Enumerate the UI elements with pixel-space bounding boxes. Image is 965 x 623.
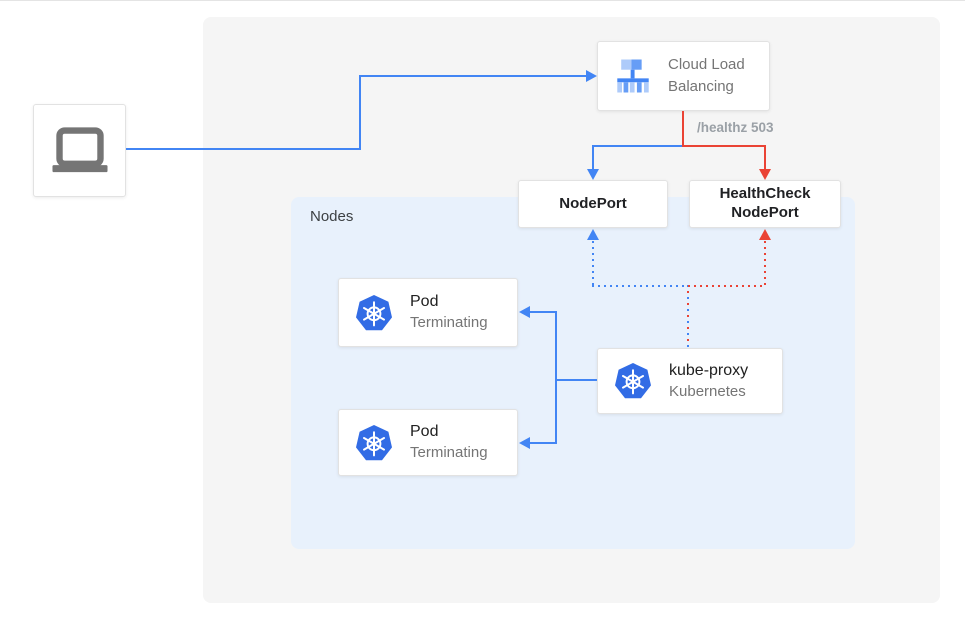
healthcheck-line1: HealthCheck [719, 185, 811, 203]
flow-lb-health-stem [682, 111, 684, 147]
arrowhead-into-pod-2 [519, 437, 530, 449]
kube-proxy-dotted-red-branch [688, 285, 766, 287]
kube-proxy-dotted-red-branch [764, 235, 766, 286]
kubernetes-icon [356, 424, 392, 460]
cloud-load-balancing-node: Cloud Load Balancing [597, 41, 770, 111]
pod-1-title: Pod [410, 293, 439, 311]
healthz-503-label: /healthz 503 [697, 120, 774, 135]
flow-to-nodeport-segment [592, 145, 594, 173]
flow-client-to-lb-segment [359, 75, 587, 77]
laptop-icon [51, 126, 108, 172]
kubernetes-icon [356, 294, 392, 330]
healthcheck-nodeport-node: HealthCheck NodePort [689, 180, 841, 228]
nodeport-node: NodePort [518, 180, 668, 228]
nodes-group-label: Nodes [310, 208, 354, 225]
flow-client-to-lb-segment [126, 148, 361, 150]
flow-to-healthcheck-segment [764, 145, 766, 173]
pod-1-status: Terminating [410, 314, 488, 332]
kube-proxy-node: kube-proxy Kubernetes [597, 348, 783, 414]
flow-kube-proxy-to-pods-segment [555, 311, 557, 444]
flow-client-to-lb-segment [359, 75, 361, 150]
kube-proxy-subtitle: Kubernetes [669, 382, 746, 400]
arrowhead-into-load-balancer [586, 70, 597, 82]
client-node [33, 104, 126, 197]
cloud-load-balancing-icon [617, 59, 649, 93]
pod-1-node: Pod Terminating [338, 278, 518, 347]
healthcheck-line2: NodePort [731, 204, 799, 221]
cloud-load-balancing-label: Cloud Load Balancing [668, 56, 745, 95]
nodeport-label: NodePort [559, 194, 627, 212]
pod-2-title: Pod [410, 423, 439, 441]
flow-to-pod-1-segment [529, 311, 557, 313]
arrowhead-into-healthcheck-bottom [759, 229, 771, 240]
kube-proxy-dotted-blue-branch [592, 285, 688, 287]
flow-to-healthcheck-segment [682, 145, 766, 147]
flow-kube-proxy-to-pods-segment [555, 379, 597, 381]
pod-2-node: Pod Terminating [338, 409, 518, 476]
kube-proxy-dotted-stem [687, 285, 689, 348]
kubernetes-icon [615, 363, 651, 399]
kube-proxy-dotted-blue-branch [592, 235, 594, 286]
arrowhead-into-nodeport [587, 169, 599, 180]
flow-to-nodeport-segment [592, 145, 684, 147]
healthcheck-nodeport-label: HealthCheck NodePort [720, 185, 811, 223]
arrowhead-into-pod-1 [519, 306, 530, 318]
kube-proxy-title: kube-proxy [669, 361, 749, 379]
flow-to-pod-2-segment [529, 442, 557, 444]
pod-2-status: Terminating [410, 444, 488, 462]
arrowhead-into-healthcheck-nodeport [759, 169, 771, 180]
arrowhead-into-nodeport-bottom [587, 229, 599, 240]
